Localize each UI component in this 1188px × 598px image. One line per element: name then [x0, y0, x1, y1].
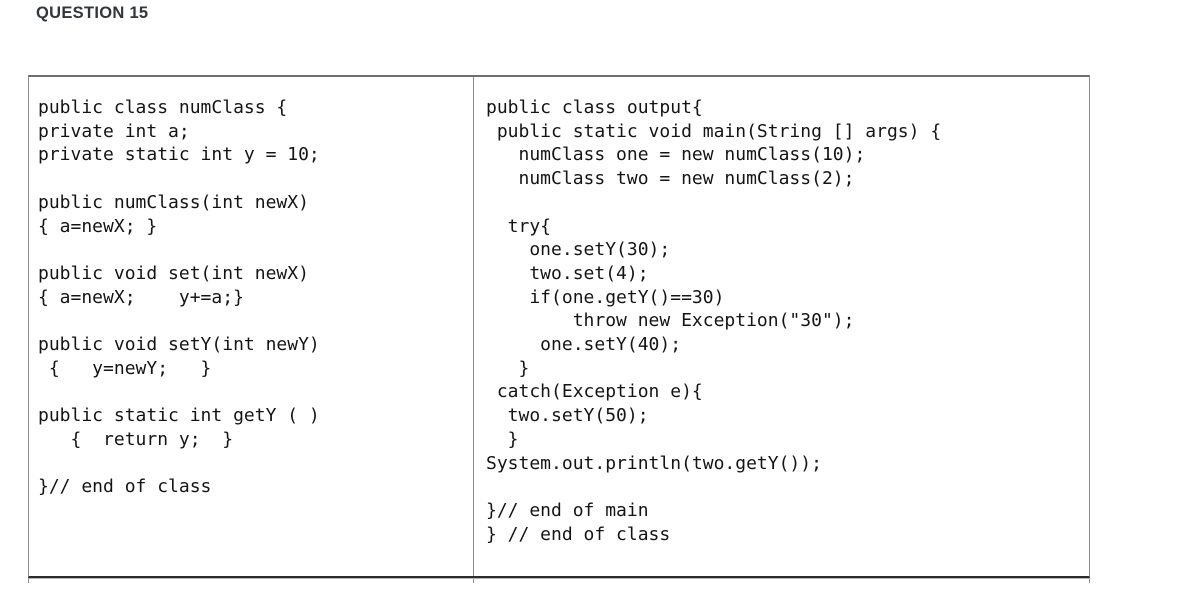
page-title: QUESTION 15 [36, 4, 149, 22]
numclass-code-cell: public class numClass { private int a; p… [29, 77, 474, 576]
output-code-cell: public class output{ public static void … [474, 77, 1089, 576]
next-table-row-partial [28, 578, 1090, 583]
question-code-table: public class numClass { private int a; p… [28, 75, 1090, 578]
numclass-code: public class numClass { private int a; p… [38, 97, 320, 498]
output-code: public class output{ public static void … [486, 97, 942, 545]
column-divider-stub [473, 579, 474, 583]
